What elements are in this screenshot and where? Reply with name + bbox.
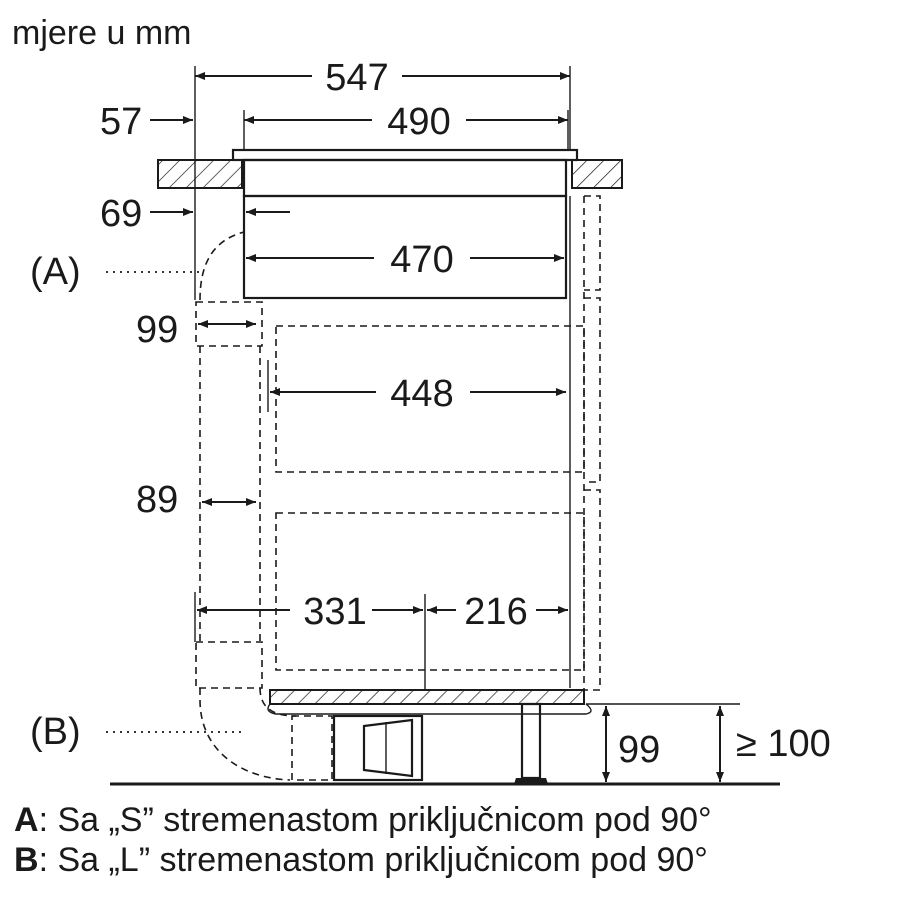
dim-min-plinth-height: ≥ 100 [716,706,831,782]
dim-offset-inner-label: 69 [100,193,142,235]
cooktop [231,148,579,688]
dim-offset-bottom: 331 216 [197,591,568,633]
callout-a-label: (A) [30,251,81,293]
legend-key-a: A [14,801,39,839]
unit-title: mjere u mm [12,14,191,52]
exhaust-duct [195,231,333,781]
dim-offset-duct-to-wall-label: 216 [464,591,527,633]
dim-duct-width-l: 89 [136,479,256,521]
dim-cutout-width-label: 490 [387,101,450,143]
legend-item-a: A: Sa „S” stremenastom priključnicom pod… [14,802,712,838]
cabinet-drawer-outlines [275,195,601,691]
dim-duct-width-s-label: 99 [136,309,178,351]
legend-key-b: B [14,841,39,879]
extension-lines [194,66,740,705]
legend-item-b: B: Sa „L” stremenastom priključnicom pod… [14,842,708,878]
legend-text-a: : Sa „S” stremenastom priključnicom pod … [38,801,712,839]
dim-unit-width-label: 470 [390,239,453,281]
dim-duct-width-s: 99 [136,309,256,351]
dim-offset-left: 57 [100,101,193,143]
worktop [157,159,623,189]
dim-overall-width-label: 547 [325,57,388,99]
dim-offset-inner: 69 [100,193,290,235]
dim-duct-width-l-label: 89 [136,479,178,521]
dim-plinth-height-label: 99 [618,729,660,771]
dim-plinth-height: 99 [602,706,660,782]
callout-b-label: (B) [30,711,81,753]
dim-offset-left-to-duct-label: 331 [303,591,366,633]
dim-unit-width: 470 [246,239,564,281]
callout-b: (B) [30,711,244,753]
dim-module-width: 448 [270,373,566,415]
dim-min-plinth-height-label: ≥ 100 [736,723,831,765]
dim-cutout-width: 490 [244,101,568,143]
callout-a: (A) [30,251,204,293]
plinth-area [110,689,780,786]
dim-offset-left-label: 57 [100,101,142,143]
dim-module-width-label: 448 [390,373,453,415]
legend-text-b: : Sa „L” stremenastom priključnicom pod … [38,841,708,879]
dim-overall-width: 547 [195,57,570,99]
